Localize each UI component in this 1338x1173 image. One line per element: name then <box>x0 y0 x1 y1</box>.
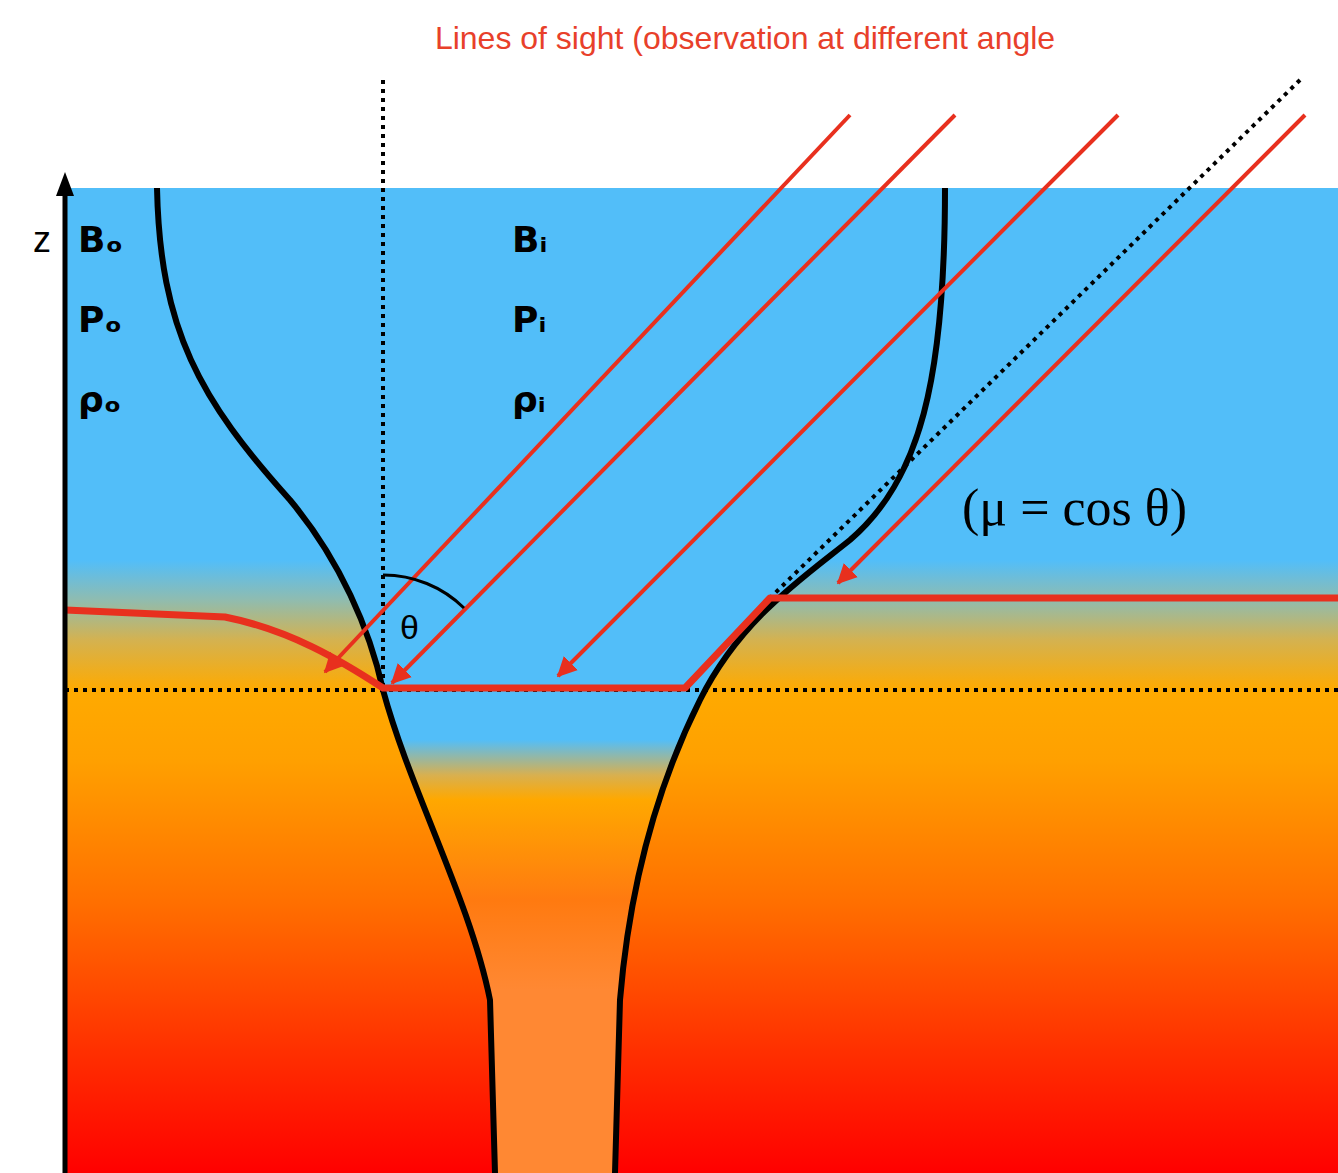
diagonal-dotted-line <box>770 80 1300 598</box>
angle-label: θ <box>400 610 419 644</box>
axis-arrowhead <box>56 172 74 196</box>
variable-label: ρₒ <box>78 382 121 418</box>
line-of-sight <box>392 115 955 683</box>
variable-label: ρᵢ <box>512 382 546 418</box>
tube-boundary <box>157 188 495 1173</box>
angle-arc <box>383 575 464 608</box>
line-of-sight <box>838 115 1305 583</box>
optical-depth-surface <box>65 598 1338 688</box>
line-of-sight <box>558 115 1118 676</box>
variable-label: Bₒ <box>78 222 123 258</box>
formula-label: (μ = cos θ) <box>962 482 1187 534</box>
axis-label: z <box>33 222 51 258</box>
vertical-dotted-line <box>381 80 385 690</box>
variable-label: Pᵢ <box>512 302 546 338</box>
variable-label: Pₒ <box>78 302 122 338</box>
z-axis <box>63 190 68 1173</box>
atmosphere-ground <box>65 188 1338 1173</box>
line-of-sight <box>325 115 850 672</box>
variable-label: Bᵢ <box>512 222 547 258</box>
flux-tube-interior <box>157 188 945 1173</box>
figure-heading: Lines of sight (observation at different… <box>435 22 1055 54</box>
